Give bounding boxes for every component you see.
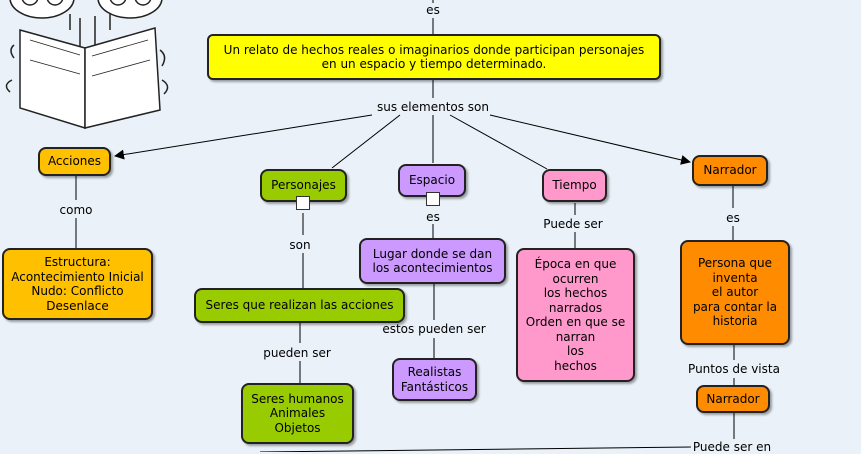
concept-definicion[interactable]: Un relato de hechos reales o imaginarios… — [207, 34, 661, 80]
link-label-puede-ser: Puede ser — [541, 217, 605, 231]
connector-acciones — [114, 114, 373, 160]
concept-tiempo[interactable]: Tiempo — [542, 169, 607, 202]
concept-seres-acciones[interactable]: Seres que realizan las acciones — [194, 288, 405, 323]
concept-narrador[interactable]: Narrador — [692, 155, 768, 186]
link-label-pueden-ser: pueden ser — [261, 346, 333, 360]
link-label-como: como — [57, 203, 95, 217]
concept-persona[interactable]: Persona que inventa el autor para contar… — [680, 240, 790, 345]
link-label-son: son — [287, 238, 313, 252]
concept-acciones[interactable]: Acciones — [38, 147, 111, 176]
connector-narrador — [489, 114, 691, 165]
picture-icon[interactable] — [296, 196, 310, 210]
link-label-puntos-de-vista: Puntos de vista — [686, 362, 782, 376]
link-label-es-espacio: es — [424, 210, 442, 224]
concept-seres-humanos[interactable]: Seres humanos Animales Objetos — [241, 383, 354, 444]
link-label-es-narrador: es — [724, 211, 742, 225]
concept-espacio[interactable]: Espacio — [398, 164, 466, 197]
concept-lugar[interactable]: Lugar donde se dan los acontecimientos — [359, 238, 506, 284]
concept-personajes[interactable]: Personajes — [260, 169, 347, 202]
link-label-sus-elementos: sus elementos son — [374, 100, 492, 114]
link-label-es: es — [424, 3, 442, 17]
concept-realistas[interactable]: Realistas Fantásticos — [392, 358, 477, 401]
concept-estructura[interactable]: Estructura: Acontecimiento Inicial Nudo:… — [2, 248, 153, 320]
connector-personajes — [331, 114, 401, 169]
concept-narrador-2[interactable]: Narrador — [696, 385, 770, 413]
concept-epoca[interactable]: Época en que ocurren los hechos narrados… — [516, 248, 635, 382]
connector-tiempo — [449, 114, 548, 170]
picture-icon[interactable] — [426, 192, 440, 206]
children-reading-illustration — [5, 0, 169, 130]
link-label-puede-ser-en: Puede ser en — [690, 440, 774, 454]
link-label-estos-pueden-ser: estos pueden ser — [380, 322, 488, 336]
